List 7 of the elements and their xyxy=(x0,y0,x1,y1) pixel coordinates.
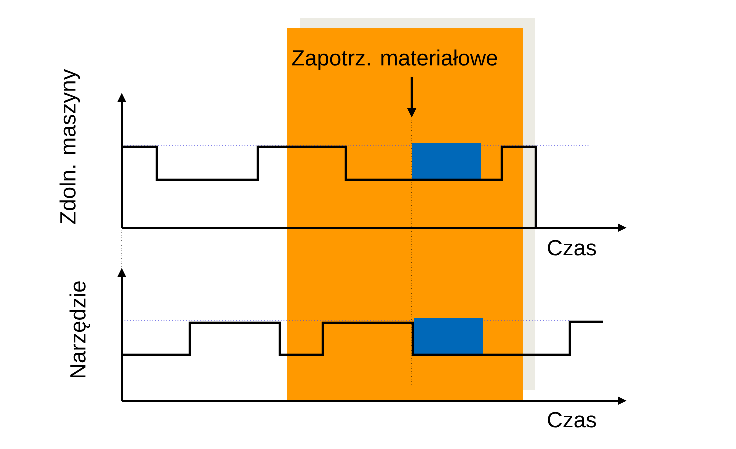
axis-title: Zdoln. maszyny xyxy=(60,69,80,224)
axis-title: Czas xyxy=(548,412,596,428)
axis-title: Czas xyxy=(548,240,596,256)
demand-block xyxy=(412,143,482,180)
axis-title: Narzędzie xyxy=(70,282,90,378)
demand-block xyxy=(414,318,484,356)
annotation-text: Zapotrz. materiałowe xyxy=(292,50,498,70)
